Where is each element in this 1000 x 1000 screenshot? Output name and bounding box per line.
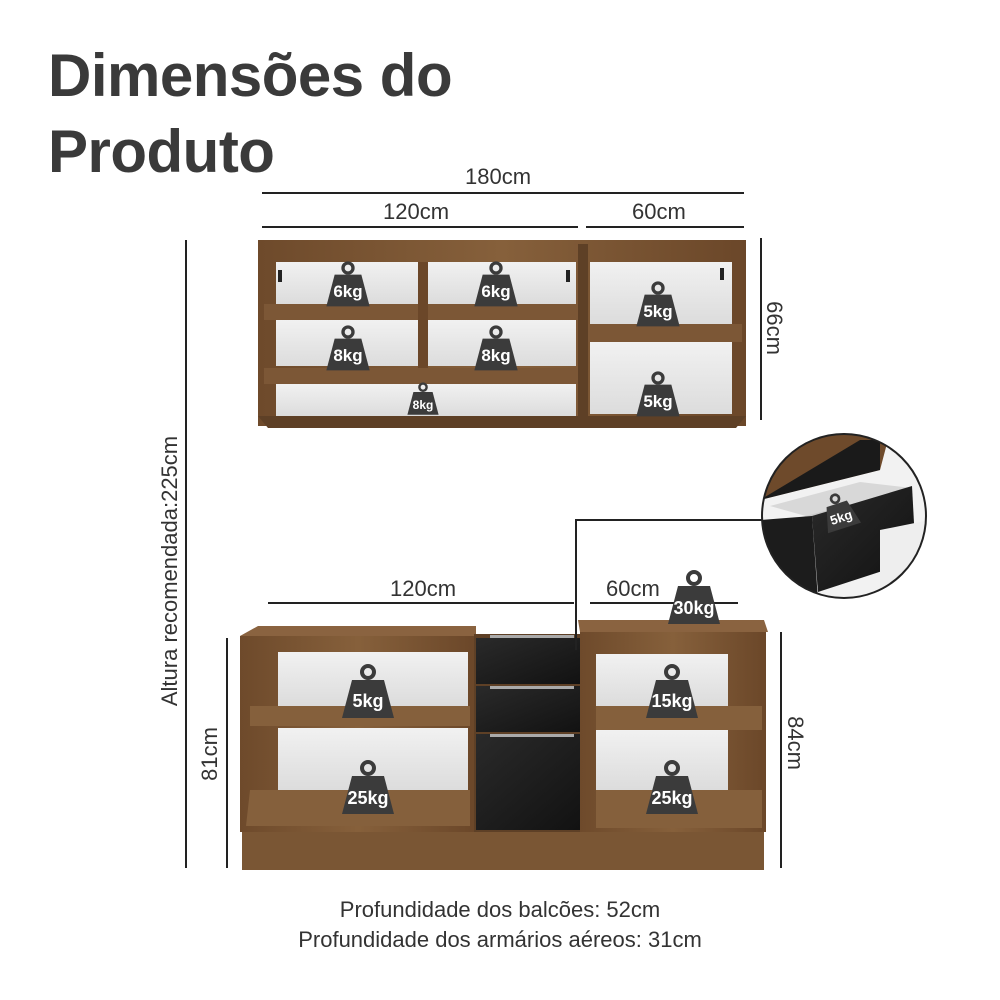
- recommended-height-line: [185, 240, 187, 868]
- weight-label-lower-right-top: 15kg: [651, 691, 692, 711]
- weight-icon: 8kg: [326, 325, 370, 371]
- drawer-detail: 5kg: [761, 433, 927, 599]
- total-width-line: [262, 192, 744, 194]
- lower-left-width-line: [268, 602, 574, 604]
- weight-icon: 5kg: [636, 281, 680, 327]
- weight-label-lower-right-bottom: 25kg: [651, 788, 692, 808]
- weight-icon: 30kg: [668, 570, 720, 624]
- page-title: Dimensões do Produto: [48, 38, 453, 190]
- weight-icon: 5kg: [342, 664, 394, 718]
- weight-icon: 5kg: [636, 371, 680, 417]
- weight-label-lower-countertop: 30kg: [673, 598, 714, 618]
- weight-icon: 6kg: [326, 261, 370, 307]
- callout-line: [575, 519, 766, 650]
- weight-icon: 25kg: [646, 760, 698, 814]
- total-width-label: 180cm: [465, 164, 532, 189]
- weight-label-upper-mid-mid: 8kg: [481, 346, 510, 365]
- weight-icon: 8kg: [407, 382, 439, 415]
- weight-label-upper-bottom: 8kg: [413, 398, 434, 412]
- weight-label-upper-right-top: 5kg: [643, 302, 672, 321]
- upper-right-width-label: 60cm: [632, 199, 686, 224]
- upper-right-width-line: [586, 226, 744, 228]
- upper-left-width-label: 120cm: [383, 199, 450, 224]
- upper-left-width-line: [262, 226, 578, 228]
- title-line-1: Dimensões do: [48, 42, 453, 109]
- weight-icon: 15kg: [646, 664, 698, 718]
- lower-left-width-label: 120cm: [390, 576, 457, 601]
- lower-right-width-line: [590, 602, 738, 604]
- weight-icon: 6kg: [474, 261, 518, 307]
- footer-line-1: Profundidade dos balcões: 52cm: [339, 897, 661, 922]
- lower-cabinet: [240, 620, 768, 870]
- weight-label-lower-left-top: 5kg: [352, 691, 383, 711]
- title-line-2: Produto: [48, 118, 275, 185]
- weight-label-upper-top-left: 6kg: [333, 282, 362, 301]
- weight-label-upper-top-mid: 6kg: [481, 282, 510, 301]
- lower-left-height-line: [226, 638, 228, 868]
- weight-label-upper-mid-left: 8kg: [333, 346, 362, 365]
- footer-line-2: Profundidade dos armários aéreos: 31cm: [298, 927, 702, 952]
- upper-height-line: [760, 238, 762, 420]
- weight-icon: 8kg: [474, 325, 518, 371]
- weight-icon: 25kg: [342, 760, 394, 814]
- weight-label-lower-left-bottom: 25kg: [347, 788, 388, 808]
- weight-label-drawer-detail: 5kg: [828, 507, 854, 528]
- lower-right-width-label: 60cm: [606, 576, 660, 601]
- lower-right-height-line: [780, 632, 782, 868]
- weight-label-upper-right-bottom: 5kg: [643, 392, 672, 411]
